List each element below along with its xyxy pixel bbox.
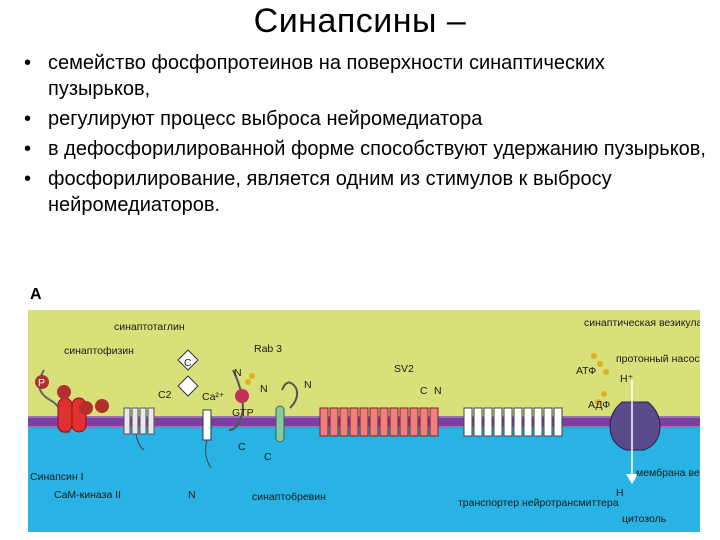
- bullet-dot: •: [24, 108, 32, 130]
- bullet-dot: •: [24, 52, 32, 74]
- proton-pump: [591, 353, 661, 484]
- bullet-dot: •: [24, 168, 32, 190]
- label-proton-pump: протонный насос: [616, 353, 700, 365]
- label-c-top: C: [184, 357, 192, 369]
- label-sv2: SV2: [394, 363, 414, 375]
- label-c-synaptobrevin: C: [264, 451, 272, 463]
- label-synaptophysin: синаптофизин: [64, 345, 134, 357]
- label-vesicle: синаптическая везикула: [584, 317, 700, 329]
- bullet-list: • семейство фосфопротеинов на поверхности…: [22, 50, 712, 222]
- figure-panel-label: A: [30, 286, 42, 303]
- rab3-protein: [228, 369, 255, 431]
- label-c-rab: C: [238, 441, 246, 453]
- label-n-sv2: N: [304, 379, 312, 391]
- label-synaptobrevin: синаптобревин: [252, 491, 326, 503]
- label-gtp: GTP: [232, 407, 254, 419]
- label-synaptotagmin: синаптотаглин: [114, 321, 185, 333]
- synaptobrevin-protein: [275, 381, 299, 443]
- label-c2: C2: [158, 389, 172, 401]
- label-synapsin: Синапсин I: [30, 471, 84, 483]
- label-ca: Ca²⁺: [202, 391, 225, 403]
- label-transporter: транспортер нейротрансмиттера: [458, 497, 619, 509]
- vesicle-lumen-area: [28, 310, 700, 418]
- label-h-plus: H⁺: [620, 373, 634, 385]
- label-rab3: Rab 3: [254, 343, 282, 355]
- bullet-dot: •: [24, 138, 32, 160]
- bullet-item: • регулируют процесс выброса нейромедиато…: [22, 106, 712, 132]
- phospho-label: P: [38, 377, 45, 389]
- bullet-item: • фосфорилирование, является одним из сти…: [22, 166, 712, 218]
- bullet-item: • семейство фосфопротеинов на поверхности…: [22, 50, 712, 102]
- label-n-rab: N: [234, 367, 242, 379]
- label-camk: CaM-киназа II: [54, 489, 121, 501]
- label-membrane: мембрана везикулы: [636, 467, 700, 479]
- bullet-text: в дефосфорилированной форме способствуют…: [48, 138, 706, 160]
- bullet-text: семейство фосфопротеинов на поверхности …: [48, 52, 605, 100]
- label-atp: АТФ: [576, 365, 596, 377]
- label-c-sv2: C: [420, 385, 428, 397]
- bullet-text: фосфорилирование, является одним из стим…: [48, 168, 612, 216]
- label-n-bottom: N: [188, 489, 196, 501]
- label-cytosol: цитозоль: [622, 513, 667, 525]
- cytosol-area: [28, 426, 700, 532]
- label-n-transporter: N: [434, 385, 442, 397]
- label-adp: АДФ: [588, 399, 610, 411]
- sv2-protein: [319, 407, 439, 437]
- synapse-diagram: P: [28, 310, 700, 532]
- synaptophysin-protein: [123, 407, 155, 451]
- synaptotagmin-protein: [177, 349, 212, 469]
- neurotransmitter-transporter: [463, 407, 563, 437]
- bullet-text: регулируют процесс выброса нейромедиатор…: [48, 108, 483, 130]
- synapsin-complex: P: [35, 369, 109, 434]
- slide-title: Синапсины –: [253, 2, 467, 40]
- bullet-item: • в дефосфорилированной форме способствую…: [22, 136, 712, 162]
- label-h: H: [616, 487, 624, 499]
- label-n-rab2: N: [260, 383, 268, 395]
